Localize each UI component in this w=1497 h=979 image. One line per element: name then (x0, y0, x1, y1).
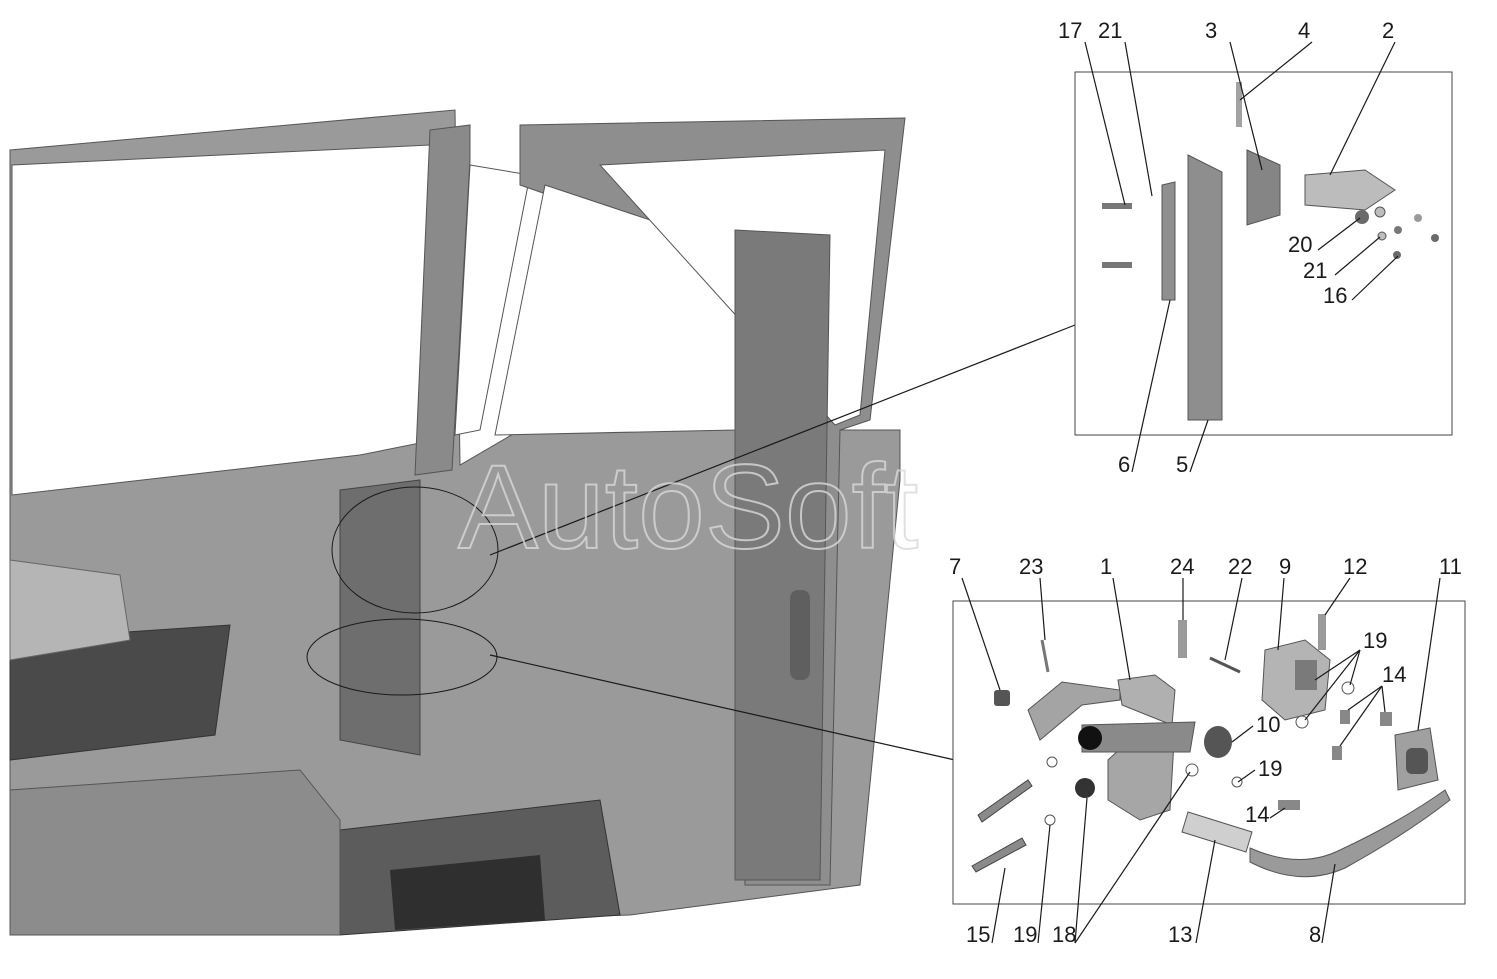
callout-label: 1 (1100, 554, 1112, 579)
callout-label: 6 (1118, 452, 1130, 477)
callout-label: 14 (1382, 662, 1406, 687)
cab-body (9, 109, 906, 936)
top-callout-group: 17 21 3 4 2 20 21 16 6 5 (1058, 18, 1399, 477)
hinge-detail-panel (1074, 71, 1453, 436)
callout-label: 17 (1058, 18, 1082, 43)
callout-label: 16 (1323, 283, 1347, 308)
callout-label: 19 (1013, 922, 1037, 947)
callout-label: 20 (1288, 232, 1312, 257)
watermark: AutoSoft (458, 440, 918, 574)
callout-label: 21 (1098, 18, 1122, 43)
callout-label: 13 (1168, 922, 1192, 947)
callout-label: 2 (1382, 18, 1394, 43)
callout-label: 15 (966, 922, 990, 947)
callout-label: 12 (1343, 554, 1367, 579)
callout-label: 8 (1309, 922, 1321, 947)
callout-label: 19 (1258, 756, 1282, 781)
callout-label: 14 (1245, 802, 1269, 827)
callout-label: 7 (949, 554, 961, 579)
callout-label: 23 (1019, 554, 1043, 579)
hinge-parts (1102, 82, 1439, 421)
hinge-zoom-leader (489, 324, 1076, 556)
bottom-callout-group: 7 23 1 24 22 9 12 11 19 14 10 19 14 15 1… (949, 554, 1462, 947)
callout-label: 21 (1303, 258, 1327, 283)
callout-label: 11 (1439, 554, 1462, 579)
callout-label: 10 (1256, 712, 1280, 737)
hinge-zoom-circle (331, 486, 499, 614)
callout-label: 19 (1363, 628, 1387, 653)
callout-label: 4 (1298, 18, 1310, 43)
callout-label: 9 (1279, 554, 1291, 579)
callout-label: 3 (1205, 18, 1217, 43)
callout-label: 24 (1170, 554, 1194, 579)
callout-label: 22 (1228, 554, 1252, 579)
check-strap-zoom-leader (489, 654, 956, 761)
callout-label: 5 (1176, 452, 1188, 477)
callout-label: 18 (1052, 922, 1076, 947)
